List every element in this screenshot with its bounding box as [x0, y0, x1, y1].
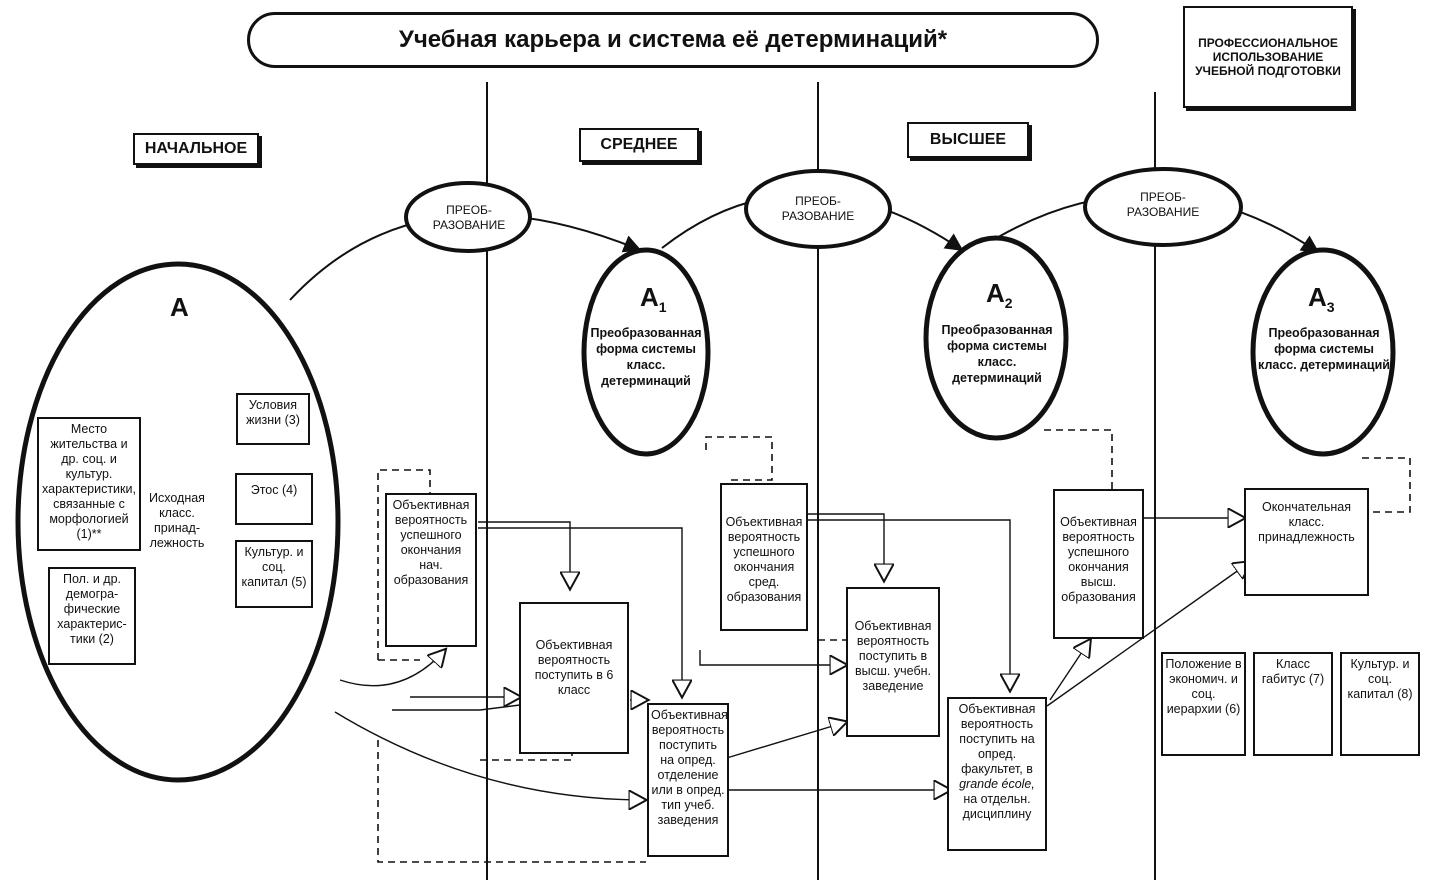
transform-ellipse-3: [1083, 167, 1243, 247]
box-department: Объективная вероятность поступить на опр…: [647, 703, 729, 857]
ellipse-a2: [923, 235, 1069, 441]
box-secondary-completion: Объективная вероятность успешного оконча…: [720, 483, 808, 631]
level-professional: ПРОФЕССИОНАЛЬНОЕ ИСПОЛЬЗОВАНИЕ УЧЕБНОЙ П…: [1183, 6, 1353, 108]
stage-a3-letter: A3: [1308, 282, 1335, 316]
transform-label-1: ПРЕОБ-РАЗОВАНИЕ: [432, 203, 506, 232]
transform-label-3: ПРЕОБ-РАЗОВАНИЕ: [1126, 190, 1200, 219]
box-cultural-capital-5: Культур. и соц. капитал (5): [235, 540, 313, 608]
box-ethos: Этос (4): [235, 473, 313, 525]
level-primary: НАЧАЛЬНОЕ: [133, 133, 259, 165]
stage-a1-text: Преобразованная форма системы класс. дет…: [590, 326, 702, 388]
stage-a3-text: Преобразованная форма системы класс. дет…: [1258, 326, 1390, 372]
transform-ellipse-2: [744, 169, 892, 249]
box-class-habitus: Класс габитус (7): [1253, 652, 1333, 756]
box-cultural-capital-8: Культур. и соц. капитал (8): [1340, 652, 1420, 756]
transform-ellipse-1: [404, 181, 532, 253]
box-primary-completion: Объективная вероятность успешного оконча…: [385, 493, 477, 647]
box-6th-grade: Объективная вероятность поступить в 6 кл…: [519, 602, 629, 754]
box-higher-entry: Объективная вероятность поступить в высш…: [846, 587, 940, 737]
level-secondary: СРЕДНЕЕ: [579, 128, 699, 162]
stage-a2-letter: A2: [986, 278, 1013, 312]
ellipse-a-letter: A: [170, 292, 189, 322]
box-final-class: Окончательная класс. принадлежность: [1244, 488, 1369, 596]
transform-label-2: ПРЕОБ-РАЗОВАНИЕ: [781, 194, 855, 223]
box-economic-position: Положение в экономич. и соц. иерархии (6…: [1161, 652, 1246, 756]
ellipse-a3: [1250, 247, 1396, 457]
box-demographics: Пол. и др. демогра-фические характерис-т…: [48, 567, 136, 665]
box-faculty: Объективная вероятность поступить на опр…: [947, 697, 1047, 851]
box-living-conditions: Условия жизни (3): [236, 393, 310, 445]
level-higher: ВЫСШЕЕ: [907, 122, 1029, 158]
stage-a1-letter: A1: [640, 282, 667, 316]
page-title: Учебная карьера и система её детерминаци…: [247, 12, 1099, 68]
box-residence: Место жительства и др. соц. и культур. х…: [37, 417, 141, 551]
origin-class-label: Исходная класс. принад-лежность: [149, 491, 205, 550]
ellipse-a1: [581, 247, 711, 457]
stage-a2-text: Преобразованная форма системы класс. дет…: [941, 323, 1053, 385]
box-higher-completion: Объективная вероятность успешного оконча…: [1053, 489, 1144, 639]
